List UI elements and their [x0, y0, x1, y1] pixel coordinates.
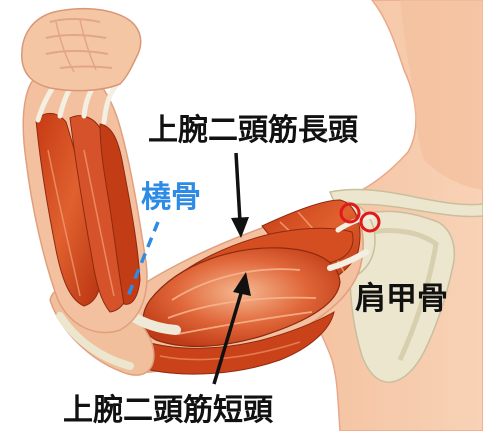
fist [22, 9, 141, 91]
long-head-arrow-line [236, 153, 240, 222]
biceps-short-head-label: 上腕二頭筋短頭 [63, 396, 273, 426]
radius-label: 橈骨 [141, 183, 201, 213]
scapula-label: 肩甲骨 [355, 284, 448, 315]
biceps-long-head-label: 上腕二頭筋長頭 [148, 116, 358, 146]
